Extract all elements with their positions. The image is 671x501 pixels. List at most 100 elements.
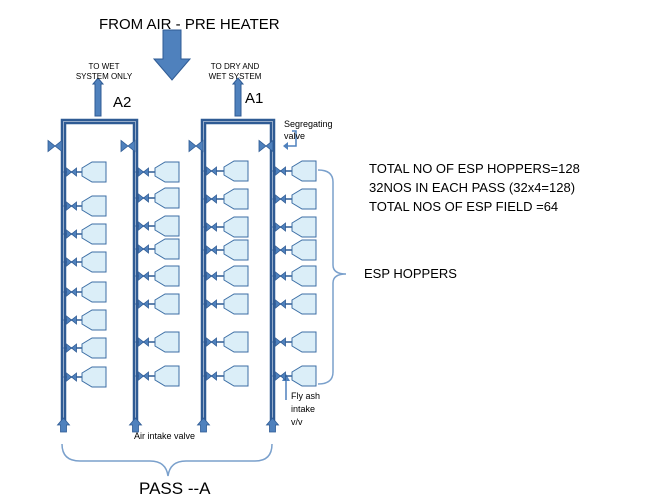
fly-ash-valve-4-6-r [279,299,286,309]
fly-ash-valve-2-2-l [138,193,145,203]
esp-hopper-3-6 [223,293,249,315]
fly-ash-valve-4-5-r [279,271,286,281]
fly-ash-valve-4-4-l [275,245,282,255]
segregating-valve-1-l [47,139,56,153]
pass-a-label: PASS --A [139,479,211,498]
fly-ash-valve-1-7-l [66,343,73,353]
fly-ash-valve-4-8-r [279,371,286,381]
fly-ash-valve-3-8-l [206,371,213,381]
esp-hopper-4-3 [291,216,317,238]
fly-ash-valve-2-5-l [138,271,145,281]
esp-hopper-2-5 [154,265,180,287]
esp-hopper-4-4 [291,239,317,261]
air-intake-arrow-2 [128,417,143,433]
esp-hoppers-label: ESP HOPPERS [364,266,457,281]
fly-ash-valve-2-1-r [142,167,149,177]
fly-ash-valve-1-5-l [66,287,73,297]
fly-ash-valve-3-2-l [206,194,213,204]
fly-ash-valve-1-4-r [70,257,77,267]
esp-hopper-1-2 [81,195,107,217]
fly-ash-valve-3-4-l [206,245,213,255]
esp-hopper-3-2 [223,188,249,210]
esp-hopper-4-7 [291,331,317,353]
esp-hopper-2-3 [154,215,180,237]
fly-ash-valve-1-2-l [66,201,73,211]
segregating-valve-label: Segregating valve [284,119,333,141]
hopper-totals: TOTAL NO OF ESP HOPPERS=128 32NOS IN EAC… [369,159,580,216]
fly-ash-valve-4-1-r [279,166,286,176]
fly-ash-valve-3-3-r [210,222,217,232]
segregating-valve-2-l [120,139,129,153]
total-fields-line: TOTAL NOS OF ESP FIELD =64 [369,199,559,214]
esp-hopper-2-7 [154,331,180,353]
fly-ash-valve-4-2-l [275,194,282,204]
fly-ash-valve-3-1-r [210,166,217,176]
fly-ash-valve-4-4-r [279,245,286,255]
fly-ash-valve-3-1-l [206,166,213,176]
esp-hopper-1-8 [81,366,107,388]
fly-ash-valve-label: Fly ash intake v/v [291,391,321,427]
fly-ash-valve-3-5-l [206,271,213,281]
dry-wet-system-label: TO DRY AND WET SYSTEM [208,62,262,81]
esp-hopper-1-1 [81,161,107,183]
header-a2-pipe [60,118,139,424]
air-preheater-inlet-arrow [152,29,192,81]
fly-ash-valve-3-5-r [210,271,217,281]
header-a1-pipe [200,118,276,424]
fly-ash-valve-4-7-r [279,337,286,347]
air-intake-valve-label: Air intake valve [134,431,196,441]
fly-ash-valve-4-3-r [279,222,286,232]
wet-system-outlet-arrow [91,77,105,117]
fly-ash-valve-3-7-r [210,337,217,347]
fly-ash-valve-2-3-l [138,221,145,231]
segregating-valve-1-r [54,139,63,153]
fly-ash-valve-4-6-l [275,299,282,309]
air-intake-arrow-1 [56,417,71,433]
fly-ash-valve-1-3-r [70,229,77,239]
air-intake-arrow-3 [196,417,211,433]
fly-ash-valve-2-2-r [142,193,149,203]
total-hoppers-line: TOTAL NO OF ESP HOPPERS=128 [369,161,580,176]
segregating-valve-2-r [127,139,136,153]
esp-hopper-2-8 [154,365,180,387]
segregating-valve-4-r [265,139,274,153]
fly-ash-valve-4-1-l [275,166,282,176]
esp-hopper-4-1 [291,160,317,182]
fly-ash-valve-2-1-l [138,167,145,177]
fly-ash-valve-1-7-r [70,343,77,353]
fly-ash-valve-2-8-l [138,371,145,381]
esp-hopper-4-5 [291,265,317,287]
esp-hopper-1-4 [81,251,107,273]
esp-hopper-1-6 [81,309,107,331]
fly-ash-valve-1-6-l [66,315,73,325]
dry-system-outlet-arrow [231,77,245,117]
fly-ash-valve-1-8-l [66,372,73,382]
esp-hopper-1-5 [81,281,107,303]
fly-ash-valve-4-8-l [275,371,282,381]
esp-hopper-3-1 [223,160,249,182]
fly-ash-valve-3-6-l [206,299,213,309]
esp-hopper-3-7 [223,331,249,353]
fly-ash-valve-2-6-r [142,299,149,309]
fly-ash-valve-3-8-r [210,371,217,381]
segregating-valve-4-l [258,139,267,153]
fly-ash-valve-1-5-r [70,287,77,297]
esp-hopper-4-2 [291,188,317,210]
fly-ash-valve-2-4-l [138,244,145,254]
fly-ash-valve-2-3-r [142,221,149,231]
esp-hopper-3-5 [223,265,249,287]
fly-ash-valve-1-4-l [66,257,73,267]
segregating-valve-3-l [188,139,197,153]
fly-ash-valve-3-3-l [206,222,213,232]
fly-ash-valve-1-1-l [66,167,73,177]
fly-ash-valve-2-5-r [142,271,149,281]
esp-hopper-1-7 [81,337,107,359]
segregating-valve-pointer [285,130,297,147]
air-preheater-label: FROM AIR - PRE HEATER [99,16,280,33]
esp-hopper-4-8 [291,365,317,387]
fly-ash-valve-4-2-r [279,194,286,204]
fly-ash-valve-1-2-r [70,201,77,211]
pass-a-brace [61,443,273,477]
fly-ash-valve-2-8-r [142,371,149,381]
